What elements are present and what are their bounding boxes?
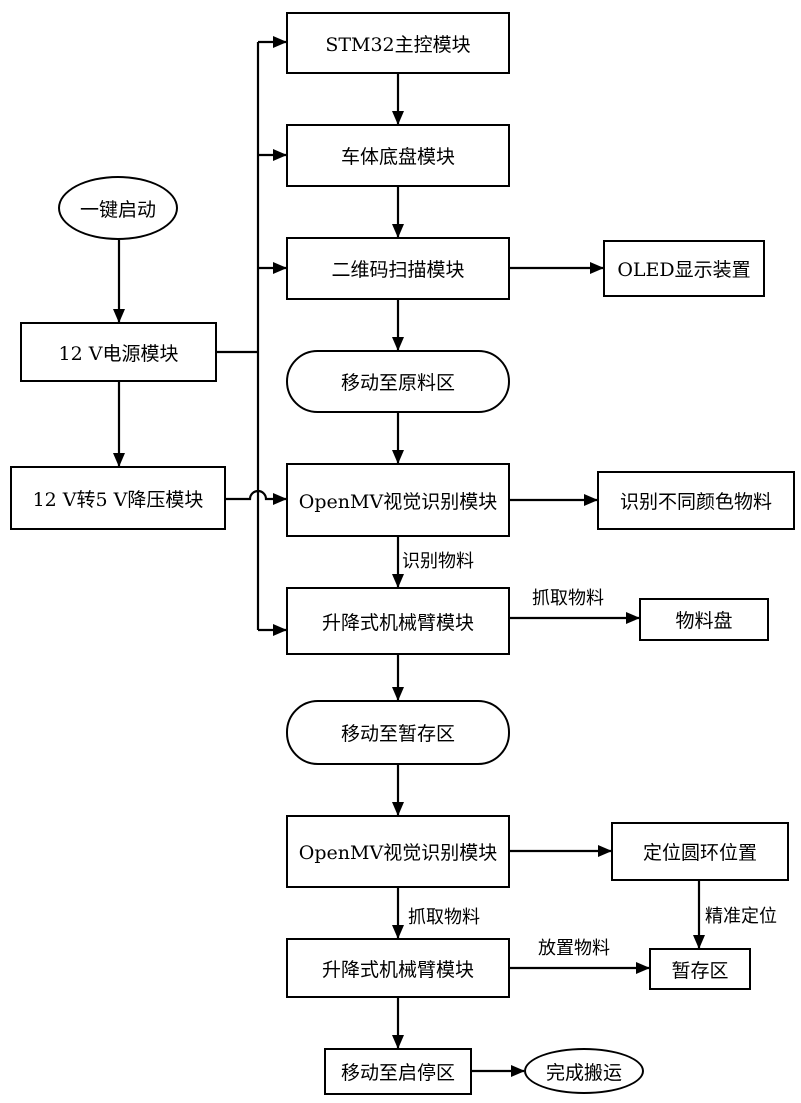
node-oled: OLED显示装置 xyxy=(603,240,765,297)
edge-label-precise: 精准定位 xyxy=(703,902,779,928)
edge-label-grab2: 抓取物料 xyxy=(406,903,482,929)
node-openmv1: OpenMV视觉识别模块 xyxy=(286,463,510,537)
node-buck: 12 V转5 V降压模块 xyxy=(10,466,226,530)
edge-label-grab1: 抓取物料 xyxy=(530,584,606,610)
node-qr: 二维码扫描模块 xyxy=(286,237,510,300)
node-done: 完成搬运 xyxy=(524,1048,644,1094)
node-locate: 定位圆环位置 xyxy=(611,822,789,881)
node-move-raw: 移动至原料区 xyxy=(286,350,510,413)
node-tray: 物料盘 xyxy=(639,598,769,641)
node-temp: 暂存区 xyxy=(649,948,751,990)
node-stm32: STM32主控模块 xyxy=(286,12,510,74)
edge-buck-openmv1 xyxy=(226,489,287,505)
node-color: 识别不同颜色物料 xyxy=(597,471,795,530)
edge-label-place: 放置物料 xyxy=(536,934,612,960)
node-arm2: 升降式机械臂模块 xyxy=(286,938,510,998)
node-chassis: 车体底盘模块 xyxy=(286,124,510,187)
node-power: 12 V电源模块 xyxy=(20,322,217,382)
node-openmv2: OpenMV视觉识别模块 xyxy=(286,815,510,888)
node-move-stop: 移动至启停区 xyxy=(324,1048,472,1095)
edge-label-identify: 识别物料 xyxy=(400,547,476,573)
node-arm1: 升降式机械臂模块 xyxy=(286,587,510,655)
node-move-temp: 移动至暂存区 xyxy=(286,700,510,765)
node-start: 一键启动 xyxy=(58,176,178,240)
